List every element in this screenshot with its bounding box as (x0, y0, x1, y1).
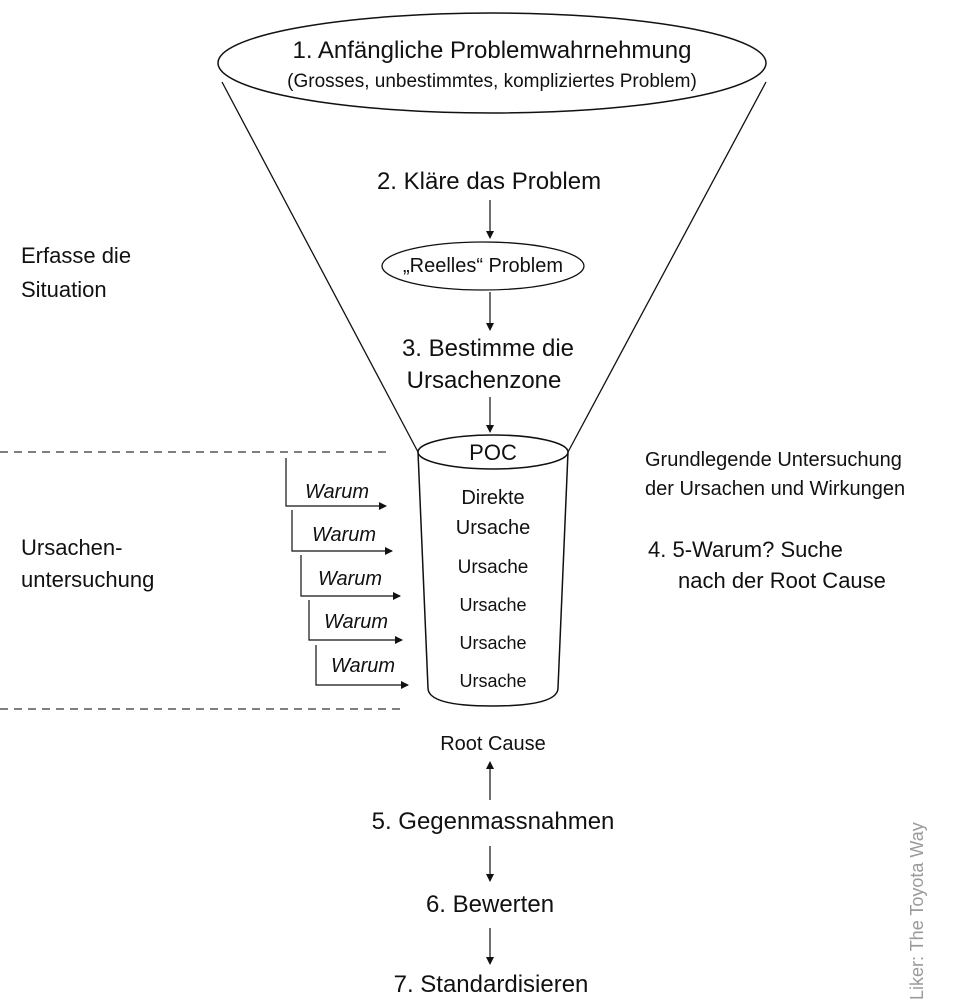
problem-perception-ellipse (217, 12, 767, 114)
step1-subtitle: (Grosses, unbestimmtes, kompliziertes Pr… (287, 71, 697, 92)
why-arrows (285, 458, 409, 689)
step6-label: 6. Bewerten (425, 891, 555, 918)
basic-investigation-line1: Grundlegende Untersuchung (645, 449, 902, 471)
basic-investigation-line2: der Ursachen und Wirkungen (645, 478, 906, 500)
cause-item: Ursache (459, 633, 527, 653)
cause-item: Ursache (457, 557, 529, 578)
step4-line2: nach der Root Cause (678, 568, 886, 593)
why-label: Warum (312, 524, 377, 546)
step2-label: 2. Kläre das Problem (376, 168, 602, 195)
poc-label: POC (469, 440, 517, 465)
why-label: Warum (305, 481, 370, 503)
real-problem-label: „Reelles“ Problem (402, 255, 564, 277)
cup-rim (417, 434, 569, 470)
step3-line2: Ursachenzone (406, 367, 562, 394)
funnel-right-edge (567, 81, 767, 453)
cause-item: Ursache (459, 671, 527, 691)
why-label: Warum (324, 611, 389, 633)
step7-label: 7. Standardisieren (393, 971, 589, 998)
step5-label: 5. Gegenmassnahmen (371, 808, 615, 835)
cause-cup-body (417, 451, 569, 707)
real-problem-ellipse (381, 241, 585, 291)
situation-line1: Erfasse die (21, 243, 132, 268)
root-cause-label: Root Cause (440, 733, 546, 755)
step1-title: 1. Anfängliche Problemwahrnehmung (292, 37, 692, 64)
investigation-line1: Ursachen- (21, 535, 123, 560)
why-label: Warum (318, 568, 383, 590)
step4-line1: 4. 5-Warum? Suche (648, 537, 843, 562)
direct-cause-line2: Ursache (455, 517, 531, 539)
why-label: Warum (331, 655, 396, 677)
source-credit: Liker: The Toyota Way (907, 822, 927, 1000)
situation-line2: Situation (21, 277, 107, 302)
direct-cause-line1: Direkte (461, 487, 525, 509)
cause-item: Ursache (459, 595, 527, 615)
funnel-left-edge (221, 81, 419, 453)
investigation-line2: untersuchung (21, 567, 155, 592)
step3-line1: 3. Bestimme die (401, 335, 575, 362)
